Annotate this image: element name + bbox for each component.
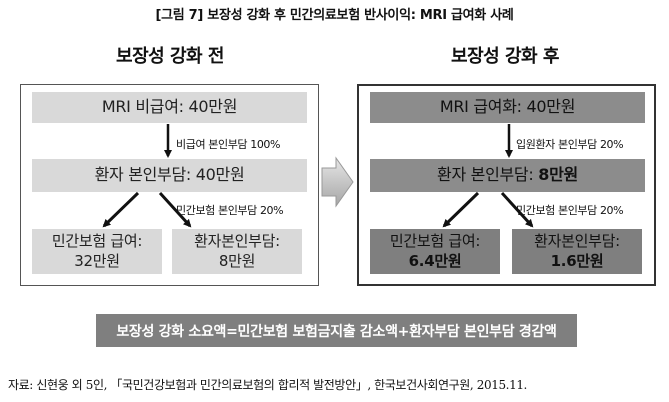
before-top-value: 40만원 — [188, 97, 238, 117]
after-middle-label: 환자 본인부담: — [437, 165, 534, 185]
transition-arrow-icon — [321, 156, 354, 208]
after-left-value: 6.4만원 — [408, 251, 462, 270]
after-right-value: 1.6만원 — [550, 251, 604, 270]
figure-title: [그림 7] 보장성 강화 후 민간의료보험 반사이익: MRI 급여화 사례 — [155, 8, 514, 23]
after-heading: 보장성 강화 후 — [451, 46, 559, 67]
after-arrow-left — [442, 191, 480, 228]
before-top-box: MRI 비급여: 40만원 — [32, 92, 307, 123]
before-left-value: 32만원 — [74, 251, 120, 270]
after-middle-box: 환자 본인부담: 8만원 — [370, 159, 645, 192]
after-top-value: 40만원 — [526, 97, 576, 117]
before-top-label: MRI 비급여: — [101, 97, 184, 117]
after-arrow-right — [500, 191, 534, 228]
after-right-box: 환자본인부담: 1.6만원 — [512, 229, 642, 274]
before-right-value: 8만원 — [218, 251, 256, 270]
before-heading: 보장성 강화 전 — [116, 46, 224, 67]
after-middle-value: 8만원 — [538, 165, 578, 185]
after-note-1: 입원환자 본인부담 20% — [516, 138, 624, 151]
before-note-2: 민간보험 본인부담 20% — [176, 204, 284, 217]
before-arrow-left — [102, 191, 140, 228]
after-top-label: MRI 급여화: — [439, 97, 522, 117]
before-middle-box: 환자 본인부담: 40만원 — [32, 159, 307, 192]
source-note: 자료: 신현웅 외 5인, 「국민건강보험과 민간의료보험의 합리적 발전방안」… — [8, 378, 527, 392]
summary-bar: 보장성 강화 소요액=민간보험 보험금지출 감소액+환자부담 본인부담 경감액 — [96, 314, 577, 347]
before-left-label: 민간보험 급여: — [51, 232, 143, 250]
after-right-label: 환자본인부담: — [534, 232, 620, 250]
after-left-label: 민간보험 급여: — [389, 232, 481, 250]
before-note-1: 비급여 본인부담 100% — [176, 138, 281, 151]
after-note-2: 민간보험 본인부담 20% — [516, 204, 624, 217]
before-right-box: 환자본인부담: 8만원 — [172, 229, 302, 274]
after-left-box: 민간보험 급여: 6.4만원 — [370, 229, 500, 274]
after-top-box: MRI 급여화: 40만원 — [370, 92, 645, 123]
before-arrow-right — [158, 191, 192, 228]
before-right-label: 환자본인부담: — [194, 232, 280, 250]
before-left-box: 민간보험 급여: 32만원 — [32, 229, 162, 274]
before-middle-value: 40만원 — [195, 165, 245, 185]
before-middle-label: 환자 본인부담: — [94, 165, 192, 185]
